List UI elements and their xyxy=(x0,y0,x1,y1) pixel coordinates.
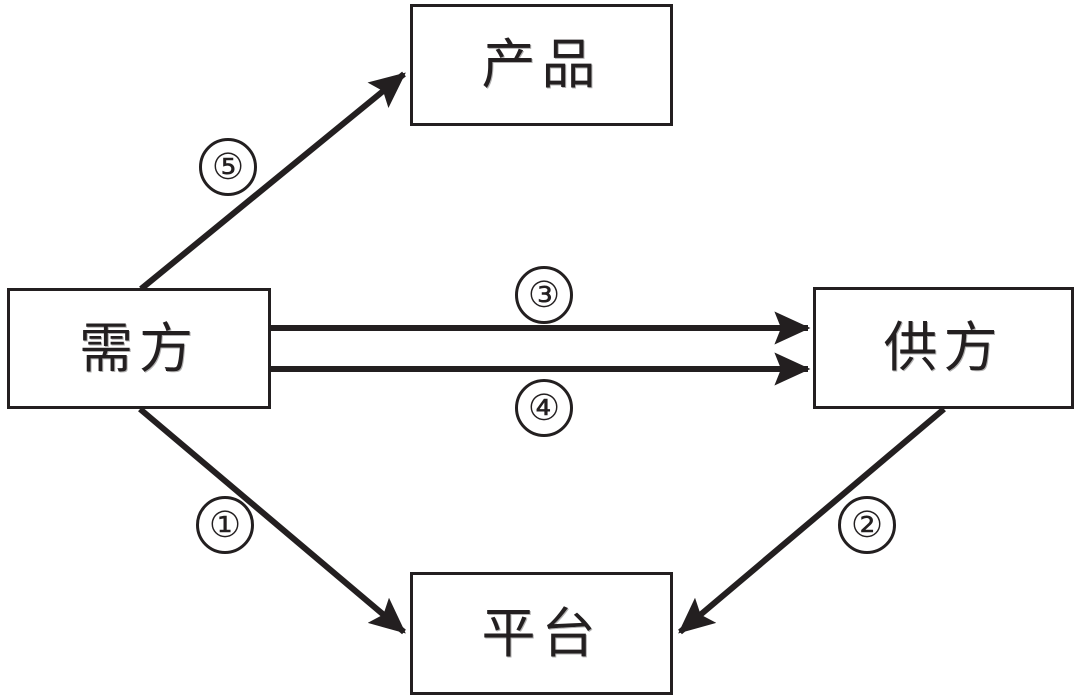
edge-label-5-text: ⑤ xyxy=(211,146,245,188)
node-demand[interactable]: 需方 xyxy=(7,288,271,409)
edge-label-3-text: ③ xyxy=(527,274,561,316)
edge-label-1: ① xyxy=(196,496,254,554)
node-platform-label: 平台 xyxy=(481,601,602,665)
node-product[interactable]: 产品 xyxy=(410,4,673,126)
node-platform[interactable]: 平台 xyxy=(410,572,673,695)
edge-label-3: ③ xyxy=(515,266,573,324)
connector-edge-1 xyxy=(138,406,406,635)
node-supply-label: 供方 xyxy=(883,316,1004,379)
connector-edge-5 xyxy=(139,71,406,292)
edge-label-1-text: ① xyxy=(208,504,242,546)
edge-label-4-text: ④ xyxy=(527,387,561,429)
node-demand-label: 需方 xyxy=(79,316,199,380)
connector-edge-2 xyxy=(678,406,946,635)
edge-label-2-text: ② xyxy=(850,504,884,546)
edge-label-5: ⑤ xyxy=(199,138,257,196)
node-product-label: 产品 xyxy=(481,33,602,96)
edge-label-2: ② xyxy=(838,496,896,554)
edge-label-4: ④ xyxy=(515,379,573,437)
node-supply[interactable]: 供方 xyxy=(813,287,1074,409)
